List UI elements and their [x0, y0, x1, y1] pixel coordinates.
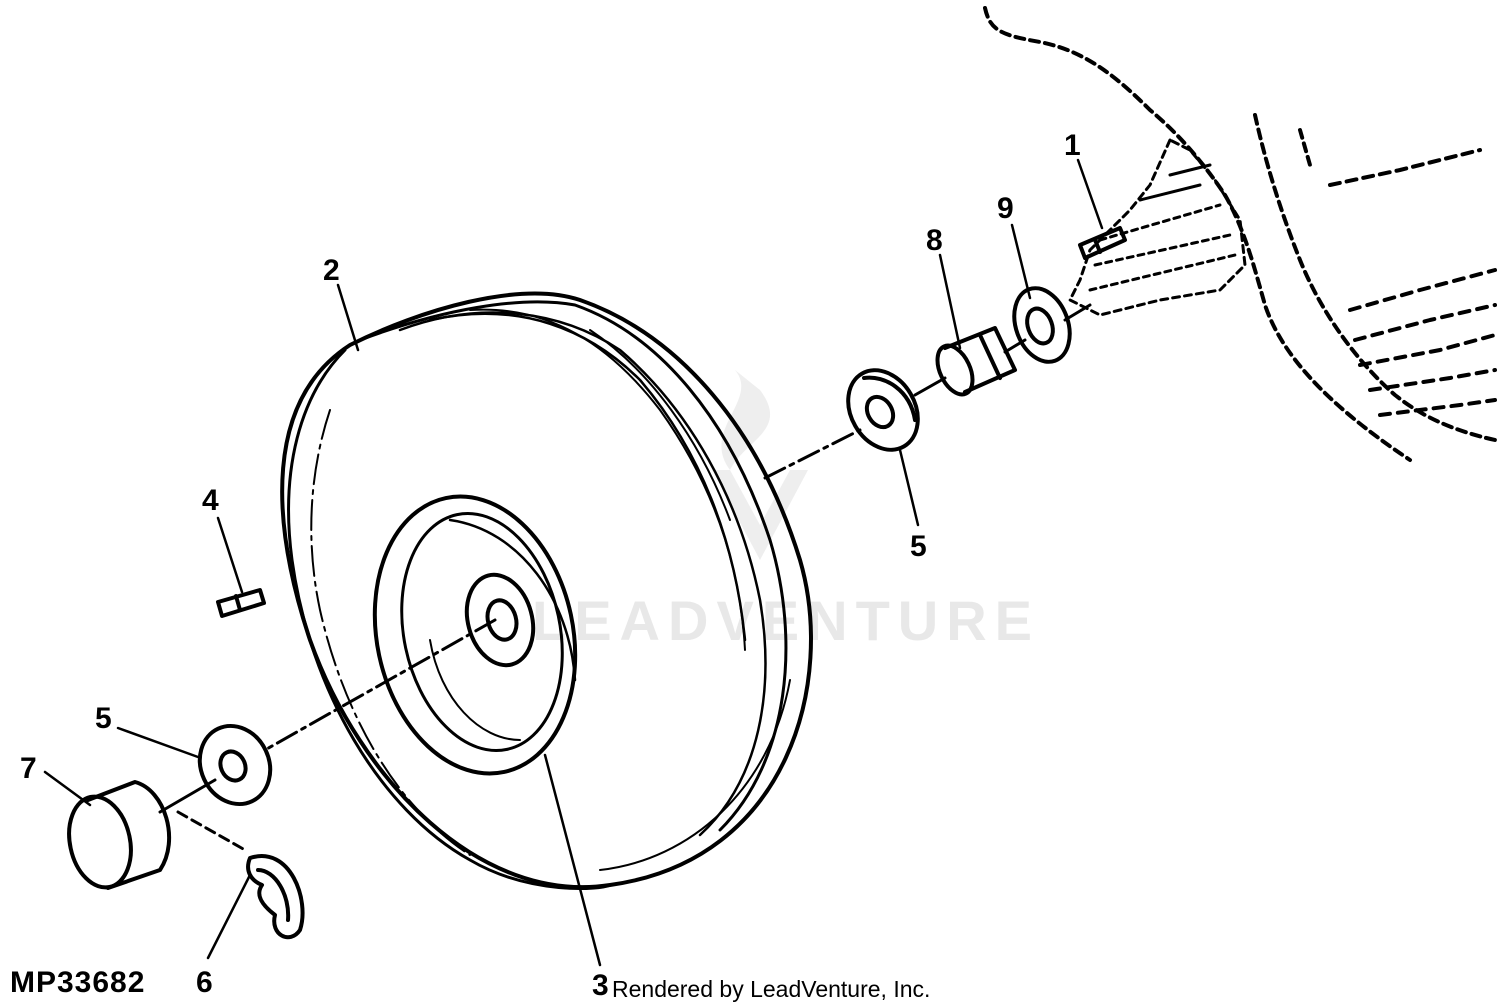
axle-center-line [158, 303, 1092, 852]
callout-5-upper: 5 [910, 530, 927, 563]
callout-2: 2 [323, 254, 340, 287]
e-ring [246, 854, 305, 940]
watermark: LEADVENTURE [532, 370, 1032, 652]
callouts: 1 2 3 4 5 5 6 7 8 9 [20, 129, 1081, 1002]
callout-1: 1 [1064, 129, 1081, 162]
wheel-rim [372, 494, 578, 776]
callout-9: 9 [997, 192, 1014, 225]
figure-code: MP33682 [10, 966, 145, 999]
tractor-frame-outline [983, 6, 1497, 462]
washer-9 [1012, 286, 1072, 364]
callout-7: 7 [20, 752, 37, 785]
leader-lines [43, 158, 1104, 967]
washer-upper [846, 368, 920, 452]
hub-cap [67, 780, 171, 890]
callout-8: 8 [926, 224, 943, 257]
callout-3: 3 [592, 969, 609, 1002]
footer-credit: Rendered by LeadVenture, Inc. [612, 976, 930, 1002]
washer-lower [197, 724, 273, 806]
tire [280, 291, 813, 890]
valve-stem [216, 588, 266, 618]
callout-5-lower: 5 [95, 702, 112, 735]
bushing [935, 326, 1017, 397]
callout-6: 6 [196, 966, 213, 999]
pin [1078, 226, 1127, 260]
callout-4: 4 [202, 484, 219, 517]
